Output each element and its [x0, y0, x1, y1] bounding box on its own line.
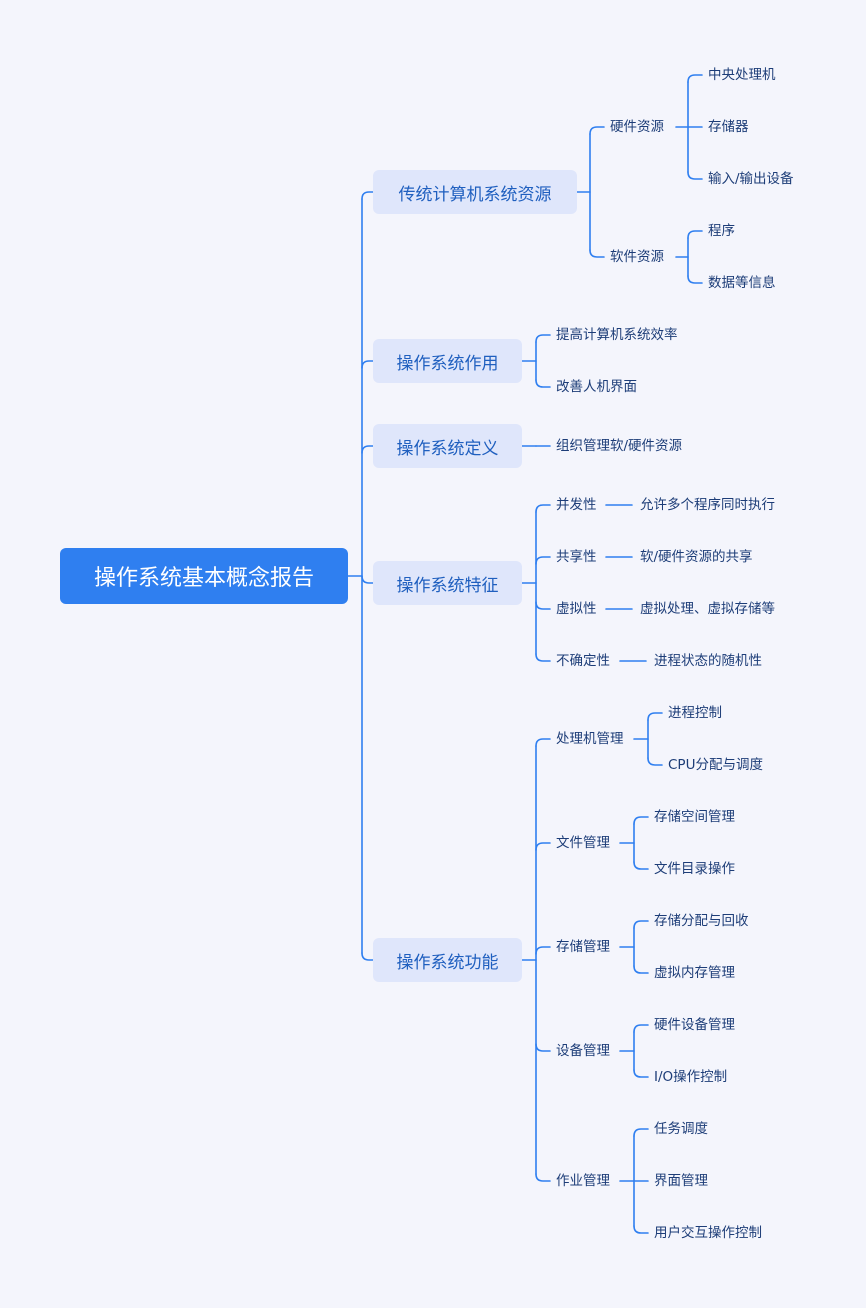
branch-os-definition[interactable]: 操作系统定义: [373, 424, 522, 468]
connector-line: [647, 712, 663, 721]
connector-line: [535, 653, 551, 662]
branch-os-features[interactable]: 操作系统特征: [373, 561, 522, 605]
branch-os-functions[interactable]: 操作系统功能: [373, 938, 522, 982]
leaf-uncertainty-detail[interactable]: 进程状态的随机性: [654, 653, 762, 669]
leaf-data-info[interactable]: 数据等信息: [708, 275, 776, 291]
leaf-cpu-scheduling[interactable]: CPU分配与调度: [668, 757, 763, 773]
leaf-programs[interactable]: 程序: [708, 223, 735, 239]
connector-line: [535, 334, 551, 343]
leaf-virtual-memory-mgmt[interactable]: 虚拟内存管理: [654, 965, 735, 981]
connector-line: [687, 275, 703, 284]
connector-line: [633, 1024, 649, 1033]
connector-line: [687, 74, 703, 83]
connector-line: [633, 965, 649, 974]
leaf-io-devices[interactable]: 输入/输出设备: [708, 171, 794, 187]
connector-line: [535, 556, 551, 565]
connector-line: [687, 230, 703, 239]
connector-line: [361, 191, 374, 200]
leaf-concurrency-detail[interactable]: 允许多个程序同时执行: [640, 497, 775, 513]
connector-line: [633, 1069, 649, 1078]
node-software-resources[interactable]: 软件资源: [610, 249, 664, 265]
connector-line: [647, 757, 663, 766]
leaf-improve-efficiency[interactable]: 提高计算机系统效率: [556, 327, 678, 343]
node-virtuality[interactable]: 虚拟性: [556, 601, 597, 617]
branch-system-resources[interactable]: 传统计算机系统资源: [373, 170, 577, 214]
connector-line: [535, 601, 551, 610]
leaf-file-directory-ops[interactable]: 文件目录操作: [654, 861, 735, 877]
leaf-sharing-detail[interactable]: 软/硬件资源的共享: [640, 549, 753, 565]
leaf-storage-allocation[interactable]: 存储分配与回收: [654, 913, 749, 929]
connector-line: [633, 861, 649, 870]
connector-line: [589, 126, 605, 135]
node-uncertainty[interactable]: 不确定性: [556, 653, 610, 669]
leaf-virtuality-detail[interactable]: 虚拟处理、虚拟存储等: [640, 601, 775, 617]
leaf-hardware-device-mgmt[interactable]: 硬件设备管理: [654, 1017, 735, 1033]
connector-line: [535, 379, 551, 388]
leaf-interface-mgmt[interactable]: 界面管理: [654, 1173, 708, 1189]
leaf-user-interaction-control[interactable]: 用户交互操作控制: [654, 1225, 762, 1241]
connector-line: [687, 171, 703, 180]
connector-line: [535, 504, 551, 513]
connector-line: [589, 249, 605, 258]
connector-line: [361, 445, 374, 454]
connector-line: [633, 816, 649, 825]
leaf-storage-space-mgmt[interactable]: 存储空间管理: [654, 809, 735, 825]
node-concurrency[interactable]: 并发性: [556, 497, 597, 513]
node-sharing[interactable]: 共享性: [556, 549, 597, 565]
branch-os-role[interactable]: 操作系统作用: [373, 339, 522, 383]
node-processor-mgmt[interactable]: 处理机管理: [556, 731, 624, 747]
connector-line: [535, 738, 551, 747]
connector-line: [361, 952, 374, 961]
node-storage-mgmt[interactable]: 存储管理: [556, 939, 610, 955]
leaf-organize-resources[interactable]: 组织管理软/硬件资源: [556, 438, 683, 454]
connector-line: [633, 1128, 649, 1137]
node-file-mgmt[interactable]: 文件管理: [556, 835, 610, 851]
connector-line: [535, 842, 551, 851]
leaf-io-control[interactable]: I/O操作控制: [654, 1069, 728, 1085]
leaf-task-scheduling[interactable]: 任务调度: [654, 1121, 708, 1137]
node-job-mgmt[interactable]: 作业管理: [556, 1173, 610, 1189]
leaf-process-control[interactable]: 进程控制: [668, 705, 722, 721]
connector-line: [535, 1173, 551, 1182]
connector-line: [633, 1225, 649, 1234]
connector-line: [633, 920, 649, 929]
leaf-improve-interface[interactable]: 改善人机界面: [556, 379, 637, 395]
connector-line: [361, 575, 374, 584]
connector-line: [535, 946, 551, 955]
root-node[interactable]: 操作系统基本概念报告: [60, 548, 348, 604]
leaf-memory[interactable]: 存储器: [708, 119, 749, 135]
leaf-cpu[interactable]: 中央处理机: [708, 67, 776, 83]
node-device-mgmt[interactable]: 设备管理: [556, 1043, 610, 1059]
node-hardware-resources[interactable]: 硬件资源: [610, 119, 664, 135]
connector-line: [535, 1043, 551, 1052]
connector-line: [361, 360, 374, 369]
